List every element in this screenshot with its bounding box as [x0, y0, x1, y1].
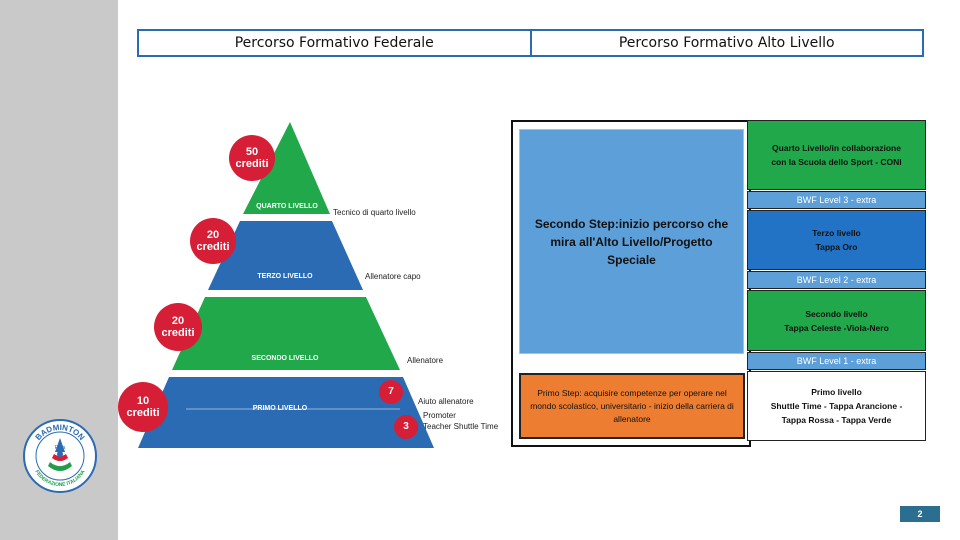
tier-label-terzo: TERZO LIVELLO	[257, 273, 313, 280]
role-secondo: Allenatore	[407, 356, 444, 365]
tier-label-primo: PRIMO LIVELLO	[252, 405, 308, 412]
svg-text:FIBa: FIBa	[55, 445, 66, 451]
tier-terzo-shape	[208, 221, 363, 290]
tier-quarto-shape	[243, 122, 330, 214]
role-promoter: Promoter	[423, 411, 456, 420]
steps-frame: Secondo Step:inizio percorso che mira al…	[511, 120, 751, 447]
alto-livello-panel: Secondo Step:inizio percorso che mira al…	[511, 120, 926, 447]
header-table: Percorso Formativo Federale Percorso For…	[137, 29, 924, 57]
page-number: 2	[900, 506, 940, 522]
credits-badge-aiuto: 7	[379, 380, 403, 404]
role-aiuto: Aiuto allenatore	[418, 397, 474, 406]
bwf-level-2: BWF Level 2 - extra	[747, 271, 926, 289]
tier-secondo-shape	[172, 297, 400, 370]
role-quarto: Tecnico di quarto livello	[333, 208, 416, 217]
first-step-box: Primo Step: acquisire competenze per ope…	[519, 373, 745, 439]
second-step-box: Secondo Step:inizio percorso che mira al…	[519, 129, 744, 354]
federation-logo-icon: FIBa BADMINTON FEDERAZIONE ITALIANA	[23, 419, 97, 493]
header-federale: Percorso Formativo Federale	[234, 35, 434, 51]
tier-label-quarto: QUARTO LIVELLO	[256, 203, 318, 210]
role-terzo: Allenatore capo	[365, 272, 421, 281]
bwf-level-3: BWF Level 3 - extra	[747, 191, 926, 209]
tier-primo-shape	[138, 377, 434, 448]
role-teacher: Teacher Shuttle Time	[423, 422, 499, 431]
credits-badge-promoter: 3	[394, 415, 418, 439]
bwf-level-1: BWF Level 1 - extra	[747, 352, 926, 370]
tier-label-secondo: SECONDO LIVELLO	[251, 355, 319, 362]
header-alto-livello: Percorso Formativo Alto Livello	[529, 31, 923, 55]
